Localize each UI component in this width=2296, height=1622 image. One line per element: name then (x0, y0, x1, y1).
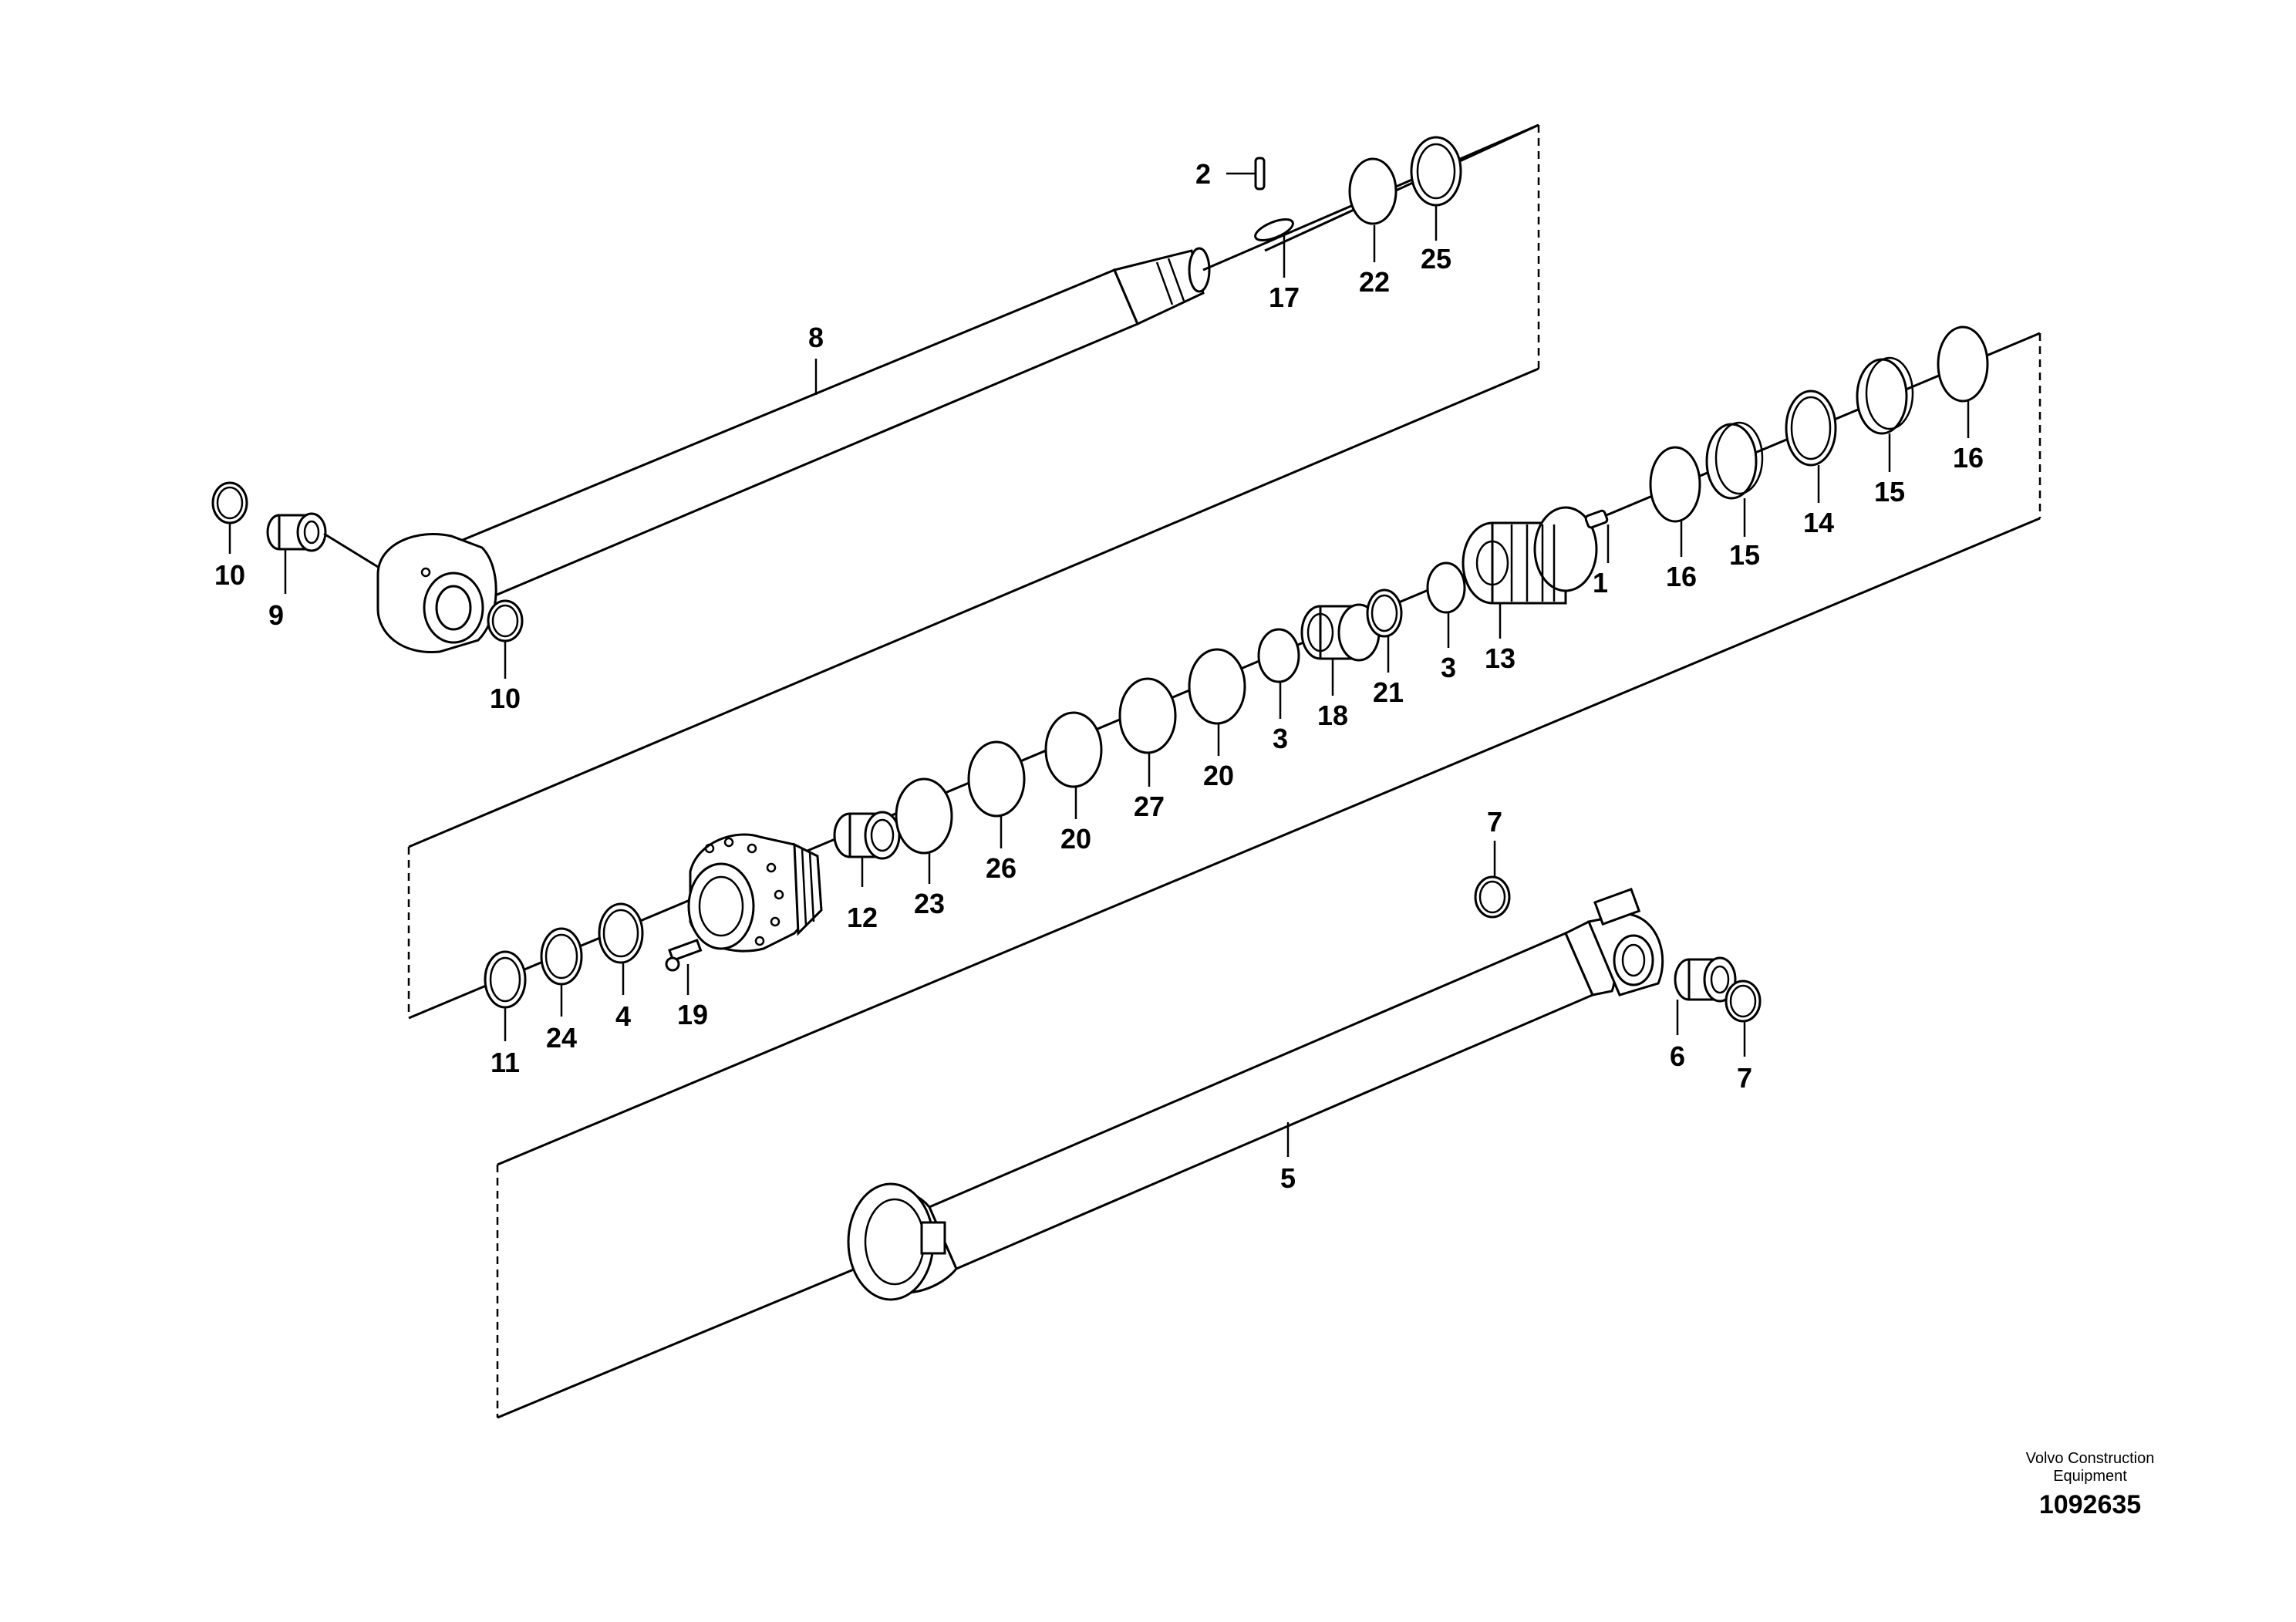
ring-25[interactable] (1410, 136, 1462, 207)
callout-11: 11 (491, 1047, 520, 1078)
seal-ring-11[interactable] (484, 950, 527, 1009)
callout-3b: 3 (1441, 652, 1456, 683)
piston[interactable] (1462, 506, 1598, 605)
brand-line-2: Equipment (2053, 1468, 2127, 1485)
ring-23[interactable] (895, 777, 953, 855)
callout-16a: 16 (1666, 561, 1697, 592)
cylinder-head[interactable] (687, 833, 823, 953)
callout-13: 13 (1485, 642, 1515, 674)
callout-20a: 20 (1060, 823, 1091, 855)
callout-14: 14 (1803, 507, 1834, 538)
pin-holder[interactable] (1253, 215, 1296, 244)
brand-caption: Volvo Construction Equipment (1974, 1450, 2206, 1485)
callout-7a: 7 (1487, 806, 1502, 838)
ring-20-a[interactable] (1044, 711, 1103, 788)
piston-rod[interactable] (376, 123, 1539, 654)
seal-ring-7-upper[interactable] (1474, 875, 1511, 919)
rod-eye-bushing[interactable] (266, 512, 379, 568)
callout-12: 12 (847, 902, 878, 933)
callout-21: 21 (1373, 676, 1404, 708)
seal-ring-7-lower[interactable] (1725, 980, 1762, 1023)
ring-3-b[interactable] (1426, 561, 1466, 614)
callout-26: 26 (986, 852, 1017, 884)
callout-16b: 16 (1953, 442, 1984, 474)
seal-ring-10-left[interactable] (211, 481, 248, 524)
callout-15b: 15 (1874, 476, 1905, 508)
callout-24: 24 (546, 1022, 577, 1054)
ring-3-a[interactable] (1257, 628, 1300, 683)
seal-ring-24[interactable] (540, 927, 583, 986)
ring-22[interactable] (1348, 157, 1397, 225)
set-screw-1[interactable] (1584, 509, 1609, 529)
frame-upper (407, 123, 2041, 1020)
callout-4: 4 (615, 1000, 631, 1032)
lock-pin[interactable] (1254, 157, 1266, 191)
brand-line-1: Volvo Construction (2025, 1450, 2155, 1467)
wear-ring-15-a[interactable] (1705, 421, 1764, 500)
callout-5: 5 (1280, 1162, 1296, 1194)
callout-23: 23 (914, 888, 945, 919)
leader-lines (228, 172, 1970, 1157)
callout-7b: 7 (1737, 1062, 1752, 1094)
callout-3a: 3 (1273, 723, 1288, 754)
ring-16-b[interactable] (1937, 325, 1989, 403)
callout-17: 17 (1269, 282, 1300, 313)
callout-25: 25 (1421, 243, 1451, 275)
bushing-18[interactable] (1300, 603, 1381, 662)
callout-labels: 2 17 22 25 8 10 9 10 1 16 15 14 15 16 13… (214, 158, 1984, 1194)
wear-ring-15-b[interactable] (1856, 356, 1914, 435)
callout-8: 8 (808, 322, 824, 353)
bushing-12[interactable] (833, 811, 901, 860)
seal-ring-10-right[interactable] (487, 599, 524, 642)
ring-27[interactable] (1118, 677, 1177, 754)
callout-18: 18 (1317, 700, 1348, 731)
bolt[interactable] (665, 939, 703, 972)
cylinder-tube[interactable] (847, 887, 1664, 1301)
callout-6: 6 (1670, 1040, 1685, 1072)
ring-26[interactable] (967, 740, 1026, 818)
seal-ring-14[interactable] (1785, 389, 1837, 467)
callout-19: 19 (677, 999, 708, 1030)
clevis-bushing[interactable] (1674, 956, 1737, 1003)
ring-21[interactable] (1366, 588, 1403, 638)
callout-22: 22 (1359, 266, 1390, 298)
callout-9: 9 (268, 599, 284, 631)
callout-2: 2 (1195, 158, 1211, 190)
frame-lower (496, 333, 2041, 1419)
ring-20-b[interactable] (1188, 648, 1246, 725)
ring-16-a[interactable] (1649, 446, 1701, 523)
callout-10b: 10 (490, 683, 521, 714)
callout-15a: 15 (1729, 539, 1760, 571)
callout-10a: 10 (214, 559, 245, 591)
seal-ring-4[interactable] (598, 902, 644, 964)
callout-20b: 20 (1203, 760, 1234, 791)
document-number: 1092635 (2038, 1490, 2142, 1519)
callout-27: 27 (1134, 791, 1165, 822)
callout-1: 1 (1593, 567, 1608, 599)
